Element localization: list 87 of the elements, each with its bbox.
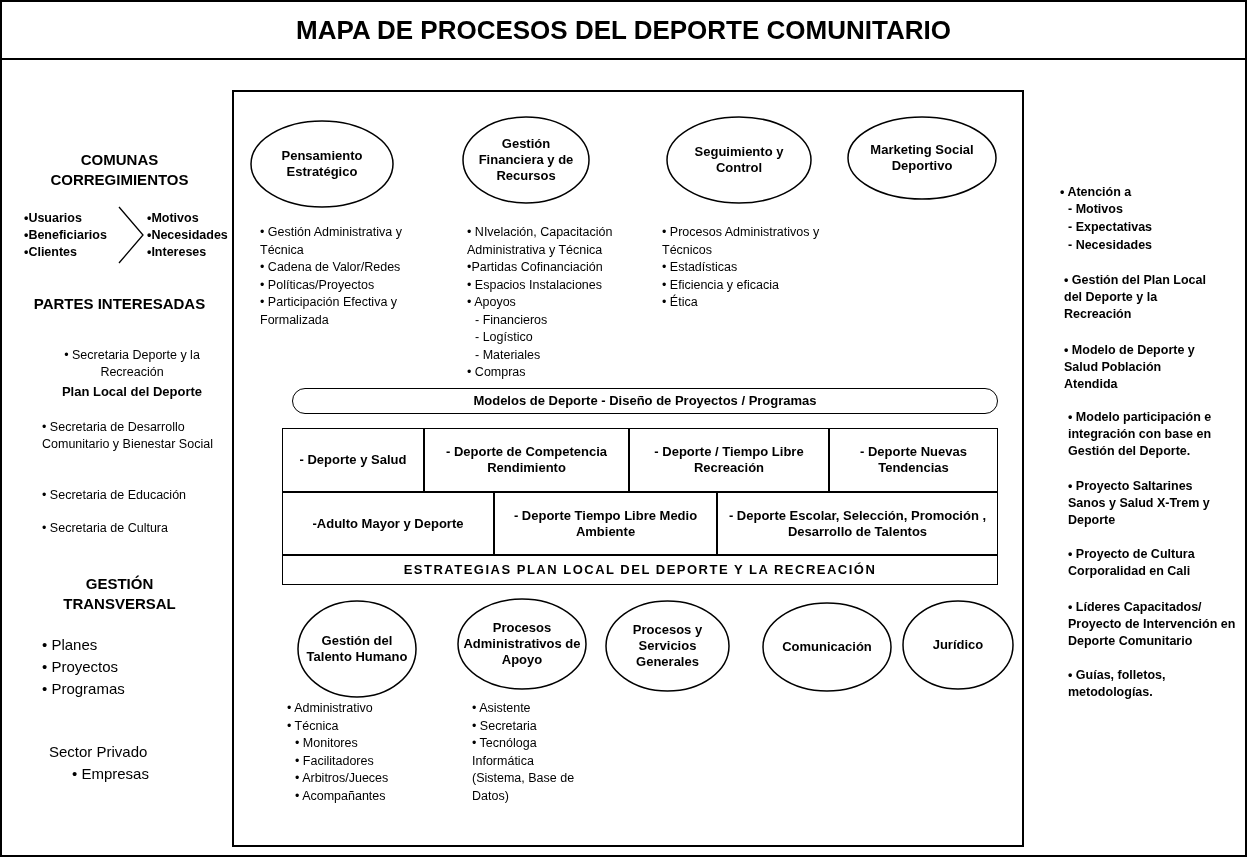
bullet-item: • Modelo de Deporte y Salud Población Atendida — [1064, 342, 1196, 393]
box-label: - Deporte de Competencia Rendimiento — [444, 444, 609, 476]
bullet-item: • Estadísticas — [662, 259, 739, 276]
bullet-item: - Necesidades — [1068, 237, 1154, 254]
list-item: •Clientes — [24, 243, 77, 261]
program-box — [282, 555, 998, 585]
program-box — [424, 428, 629, 492]
heading: PARTES INTERESADAS — [32, 294, 207, 314]
bullet-item: • Técnica — [287, 717, 340, 735]
bullet-item: • Políticas/Proyectos — [260, 276, 376, 294]
ellipse-label: Procesos y Servicios Generales — [631, 622, 704, 670]
bullet-item: • Administrativo — [287, 700, 374, 717]
bullet-item: • Secretaria de Educación — [42, 487, 188, 504]
bullet-item: • Acompañantes — [294, 787, 387, 805]
heading: GESTIÓN TRANSVERSAL — [62, 574, 177, 615]
box-label: -Adulto Mayor y Deporte — [311, 515, 465, 532]
heading: COMUNAS CORREGIMIENTOS — [49, 150, 190, 191]
bullet-item: • NIvelación, Capacitación Administrativa y Técnica — [467, 224, 614, 259]
bullet-item: • Secretaria — [472, 717, 538, 735]
bullet-item: • Programas — [42, 679, 126, 699]
program-box — [629, 428, 829, 492]
bullet-item: • Ética — [662, 294, 699, 311]
title: MAPA DE PROCESOS DEL DEPORTE COMUNITARIO — [296, 14, 951, 46]
program-box — [282, 428, 424, 492]
program-box — [717, 492, 998, 555]
bullet-item: - Financieros — [474, 311, 549, 329]
bullet-item: • Secretaria de Desarrollo Comunitario y Bienestar Social — [42, 419, 214, 453]
bullet-item: • Proyecto Saltarines Sanos y Salud X-Trem y Deporte — [1068, 478, 1211, 529]
bullet-item: • Facilitadores — [294, 752, 375, 770]
list-item: •Usuarios — [24, 209, 82, 227]
program-box — [494, 492, 717, 555]
bullet-item: • Proyectos — [42, 657, 120, 677]
bullet-item: • Modelo participación e integración con base en Gestión del Deporte. — [1068, 409, 1213, 460]
ellipse-label: Seguimiento y Control — [693, 144, 785, 176]
bullet-item: • Monitores — [294, 735, 359, 752]
process-ellipse — [762, 602, 892, 692]
bullet-item: - Materiales — [474, 346, 542, 364]
bullet-item: • Planes — [42, 635, 99, 655]
ellipse-label: Jurídico — [931, 637, 985, 653]
list-item: •Intereses — [147, 243, 207, 261]
box-label: ESTRATEGIAS PLAN LOCAL DEL DEPORTE Y LA RECREACIÓN — [402, 562, 878, 578]
bullet-item: • Procesos Administrativos y Técnicos — [662, 224, 821, 259]
bullet-item: • Secretaria de Cultura — [42, 520, 169, 537]
bullet-item: • Compras — [467, 364, 527, 381]
ellipse-label: Gestión Financiera y de Recursos — [477, 136, 575, 184]
bullet-item: • Arbitros/Jueces — [294, 770, 390, 787]
list-item: •Motivos — [147, 209, 199, 227]
bullet-item: •Partidas Cofinanciación — [467, 259, 604, 276]
program-box — [829, 428, 998, 492]
bullet-item: • Tecnóloga Informática (Sistema, Base de Datos) — [472, 735, 576, 805]
process-ellipse — [902, 600, 1014, 690]
program-box — [282, 492, 494, 555]
bullet-item: • Atención a — [1060, 184, 1133, 201]
note: Plan Local del Deporte — [60, 383, 204, 401]
box-label: - Deporte y Salud — [298, 452, 408, 468]
bullet-item: • Apoyos — [467, 294, 517, 311]
bullet-item: • Cadena de Valor/Redes — [260, 259, 402, 276]
bullet-item: • Eficiencia y eficacia — [662, 276, 780, 294]
box-label: Modelos de Deporte - Diseño de Proyectos / Programas — [472, 393, 818, 409]
note: Sector Privado — [49, 742, 149, 762]
bullet-item: - Expectativas — [1068, 219, 1154, 236]
box-label: - Deporte Nuevas Tendencias — [859, 444, 968, 476]
box-label: - Deporte / Tiempo Libre Recreación — [653, 444, 805, 476]
bullet-item: - Motivos — [1068, 201, 1124, 218]
bullet-item: • Proyecto de Cultura Corporalidad en Cali — [1068, 546, 1196, 580]
list-item: •Necesidades — [147, 226, 228, 244]
bullet-item: • Espacios Instalaciones — [467, 276, 603, 294]
ellipse-label: Procesos Administrativos de Apoyo — [462, 620, 582, 668]
bullet-item: • Asistente — [472, 700, 532, 717]
process-frame — [232, 90, 1024, 847]
bullet-item: • Participación Efectiva y Formalizada — [260, 294, 399, 329]
ellipse-label: Marketing Social Deportivo — [869, 142, 975, 174]
box-label: - Deporte Tiempo Libre Medio Ambiente — [512, 507, 699, 540]
list-item: •Beneficiarios — [24, 226, 107, 244]
ellipse-label: Comunicación — [781, 639, 873, 655]
box-label: - Deporte Escolar, Selección, Promoción , Desarrollo de Talentos — [727, 507, 988, 540]
bullet-item: • Empresas — [72, 764, 150, 784]
bullet-item: • Líderes Capacitados/ Proyecto de Intervención en Deporte Comunitario — [1068, 599, 1237, 650]
ellipse-label: Pensamiento Estratégico — [280, 148, 364, 180]
ellipse-label: Gestión del Talento Humano — [305, 633, 409, 665]
bullet-item: • Secretaria Deporte y la Recreación — [63, 347, 201, 381]
process-ellipse — [605, 600, 730, 692]
bullet-item: - Logístico — [474, 329, 534, 346]
bullet-item: • Gestión del Plan Local del Deporte y la Recreación — [1064, 272, 1207, 323]
bullet-item: • Guías, folletos, metodologías. — [1068, 667, 1167, 701]
process-ellipse — [847, 116, 997, 200]
bullet-item: • Gestión Administrativa y Técnica — [260, 224, 403, 259]
